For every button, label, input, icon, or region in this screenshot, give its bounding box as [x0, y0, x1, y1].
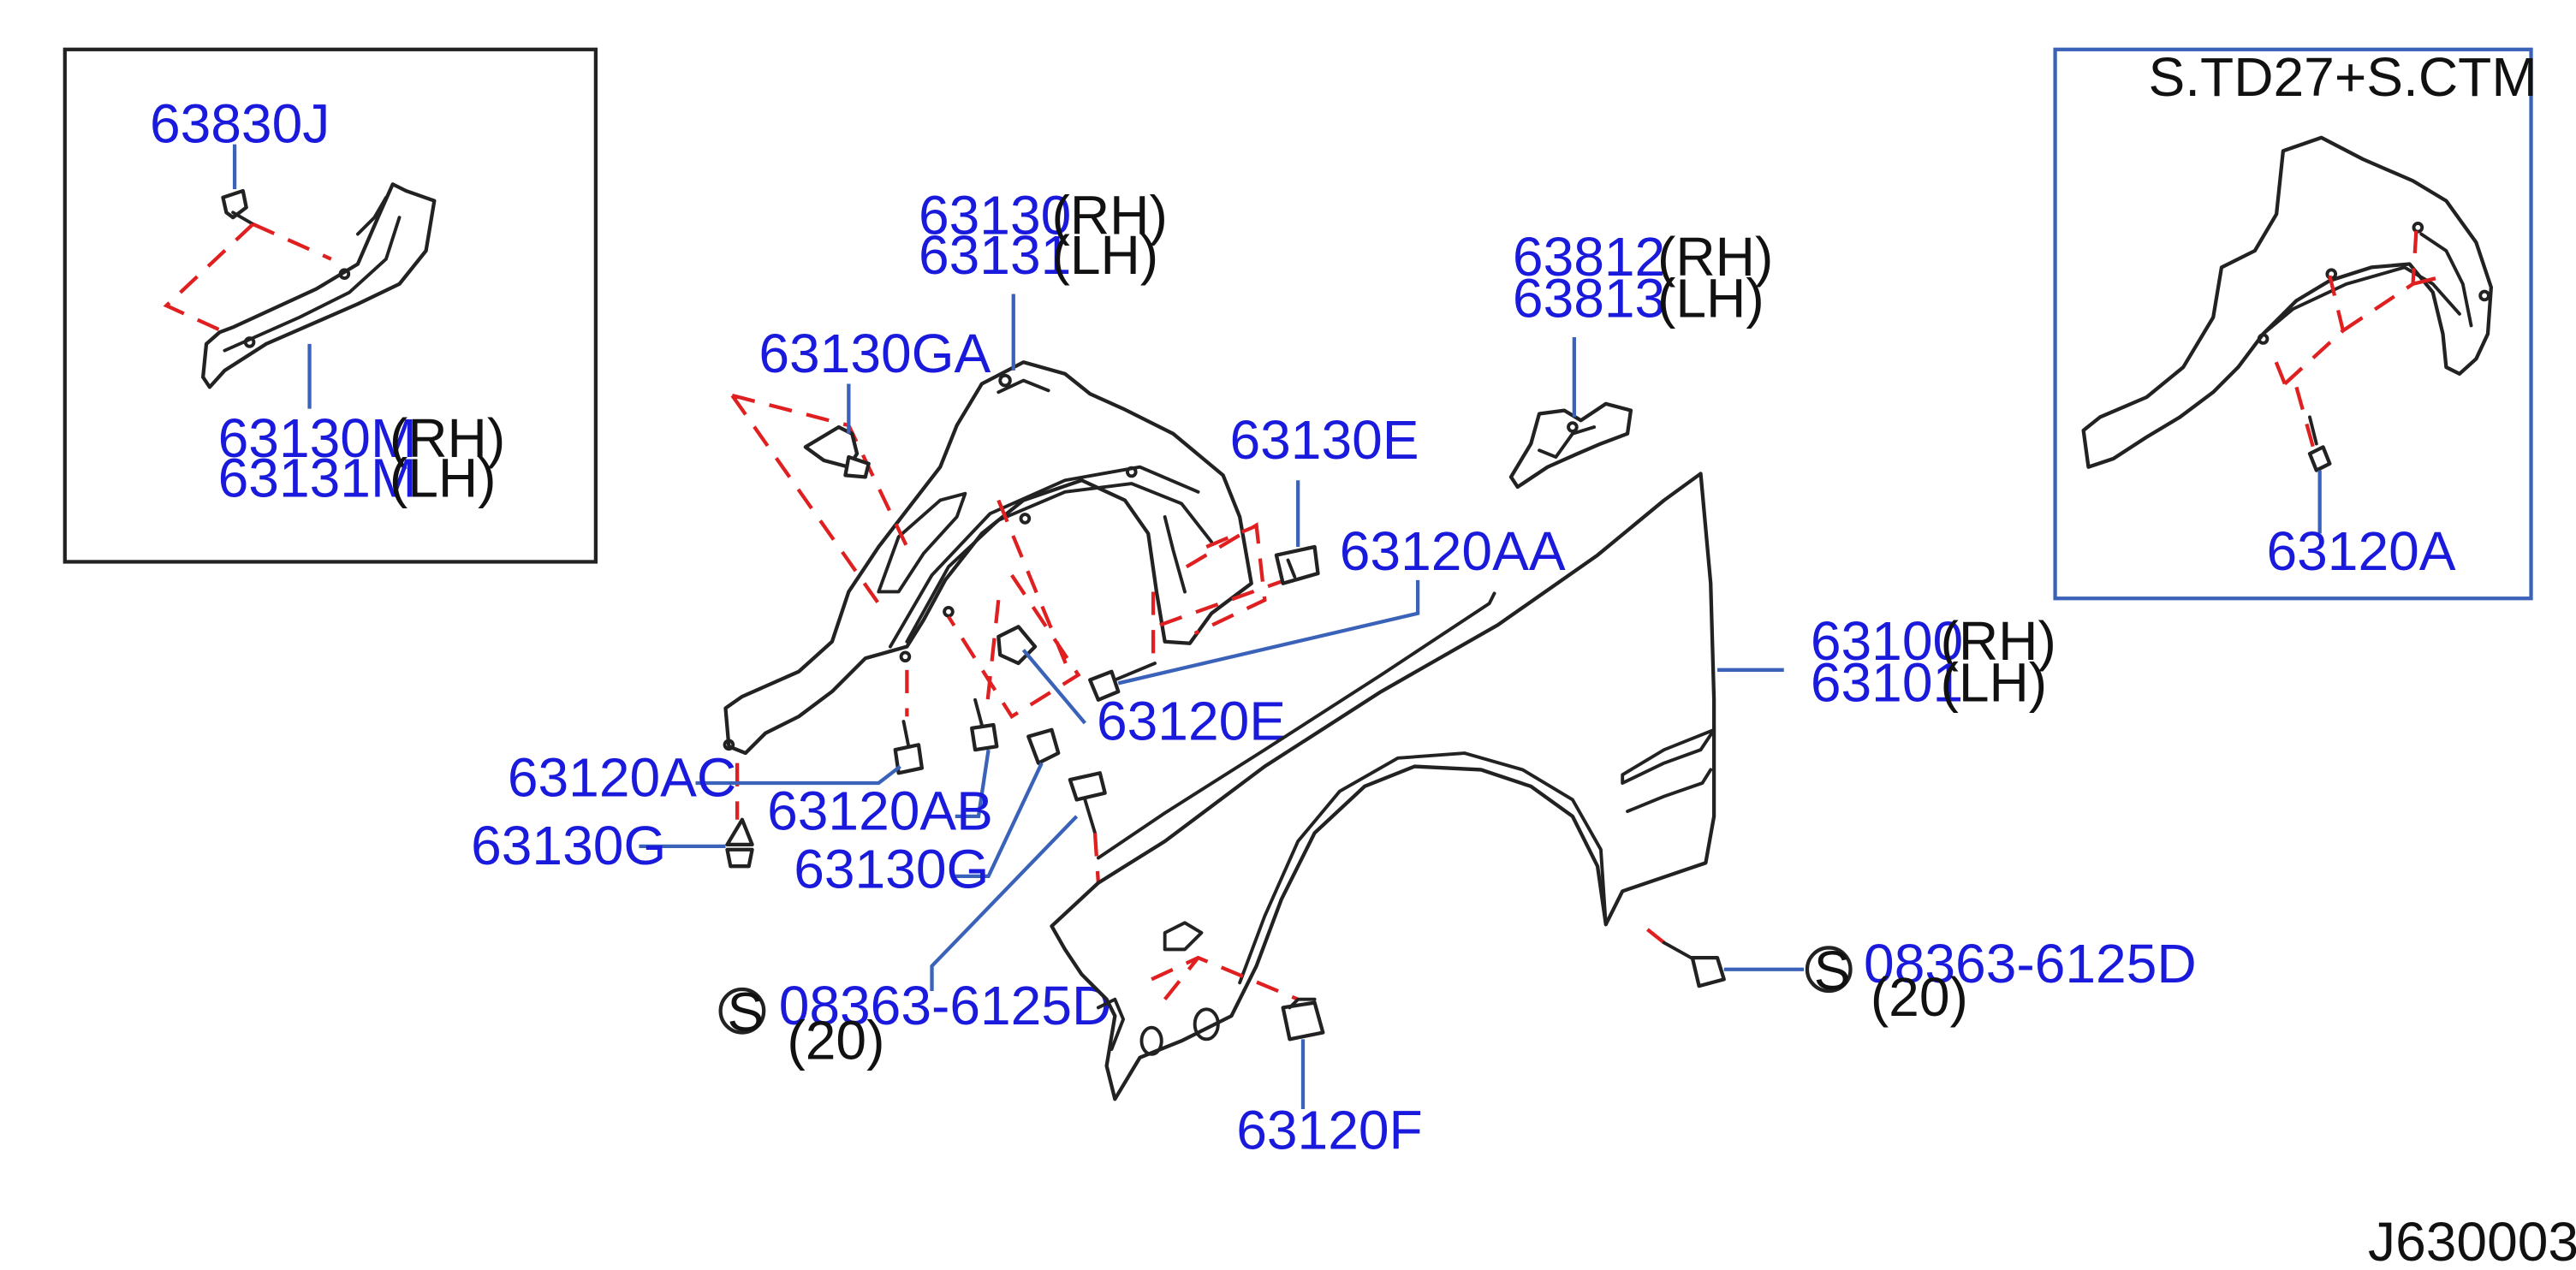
- leader-bolt-left: [930, 815, 1079, 991]
- s-symbol-right-text: S: [1814, 940, 1851, 1001]
- label-63812: 63812: [1513, 226, 1665, 288]
- label-63131M-side: (LH): [390, 448, 497, 509]
- fender-part: [1050, 472, 1716, 1101]
- label-63812-side: (RH): [1657, 226, 1773, 288]
- clip-63130GA-icon: [803, 424, 871, 479]
- liner-alt-part: [2081, 135, 2494, 469]
- qty-bolt-right: (20): [1871, 966, 1968, 1028]
- dash-liner-alt: [2270, 230, 2447, 448]
- label-08363-right: 08363-6125D: [1864, 933, 2197, 994]
- splash-guard-part: [201, 182, 437, 389]
- inset-box-left: [62, 47, 598, 564]
- dash-fender: [1151, 928, 1666, 1001]
- bolt-left-icon: [1068, 771, 1107, 835]
- leader-63120E: [1021, 649, 1086, 725]
- bracket-63812-part: [1508, 401, 1633, 490]
- s-symbol-left: [718, 987, 766, 1035]
- label-63120F: 63120F: [1236, 1100, 1423, 1161]
- reference-code: J6300035: [2368, 1211, 2576, 1270]
- dash-63830J: [163, 222, 332, 333]
- clip-63120F-icon: [1281, 997, 1325, 1042]
- label-63830J: 63830J: [150, 93, 330, 155]
- bolt-right-icon: [1662, 941, 1726, 988]
- screw-63120AA-icon: [1088, 662, 1157, 702]
- screw-63120AB-icon: [970, 697, 999, 752]
- label-63813-side: (LH): [1657, 268, 1764, 329]
- label-63813: 63813: [1513, 268, 1665, 329]
- label-63130: 63130: [919, 185, 1071, 246]
- fender-liner-part: [723, 360, 1253, 756]
- s-symbol-left-text: S: [727, 982, 764, 1043]
- label-63100-side: (RH): [1940, 610, 2055, 672]
- label-63130E: 63130E: [1229, 409, 1419, 471]
- label-08363-left: 08363-6125D: [779, 975, 1112, 1036]
- leader-63120AB: [955, 749, 991, 819]
- label-63120AA: 63120AA: [1340, 520, 1566, 582]
- screw-63120AC-icon: [893, 720, 925, 775]
- label-63130M: 63130M: [218, 407, 417, 469]
- label-63130-side: (RH): [1051, 185, 1167, 246]
- leader-63120AA: [1117, 579, 1420, 685]
- label-63130M-side: (RH): [390, 407, 505, 469]
- label-63130GA: 63130GA: [759, 323, 991, 384]
- leader-63130G-mid: [955, 762, 1044, 878]
- label-63131M: 63131M: [218, 448, 417, 509]
- label-63101: 63101: [1811, 652, 1963, 714]
- s-symbol-right: [1805, 946, 1853, 994]
- label-63130G-left: 63130G: [471, 815, 666, 876]
- leader-63120AC: [695, 764, 901, 786]
- inset-title: S.TD27+S.CTM: [2148, 46, 2537, 108]
- clip-63130G-left-icon: [725, 817, 754, 869]
- label-63131: 63131: [919, 224, 1071, 286]
- label-63101-side: (LH): [1940, 652, 2047, 714]
- label-63130G-mid: 63130G: [794, 838, 989, 899]
- clip-63130E-icon: [1274, 544, 1320, 585]
- label-63120A: 63120A: [2266, 520, 2455, 582]
- label-63120AB: 63120AB: [767, 780, 993, 841]
- label-63120AC: 63120AC: [508, 747, 736, 809]
- label-63131-side: (LH): [1051, 224, 1158, 286]
- inset-box-right: [2053, 47, 2533, 601]
- dash-bolt-left: [1092, 833, 1101, 883]
- label-63120E: 63120E: [1097, 690, 1286, 751]
- clip-63830J-icon: [221, 188, 255, 226]
- clip-63130G-mid-icon: [1026, 727, 1061, 765]
- qty-bolt-left: (20): [787, 1010, 884, 1071]
- label-63100: 63100: [1811, 610, 1963, 672]
- screw-63120A-icon: [2307, 415, 2332, 472]
